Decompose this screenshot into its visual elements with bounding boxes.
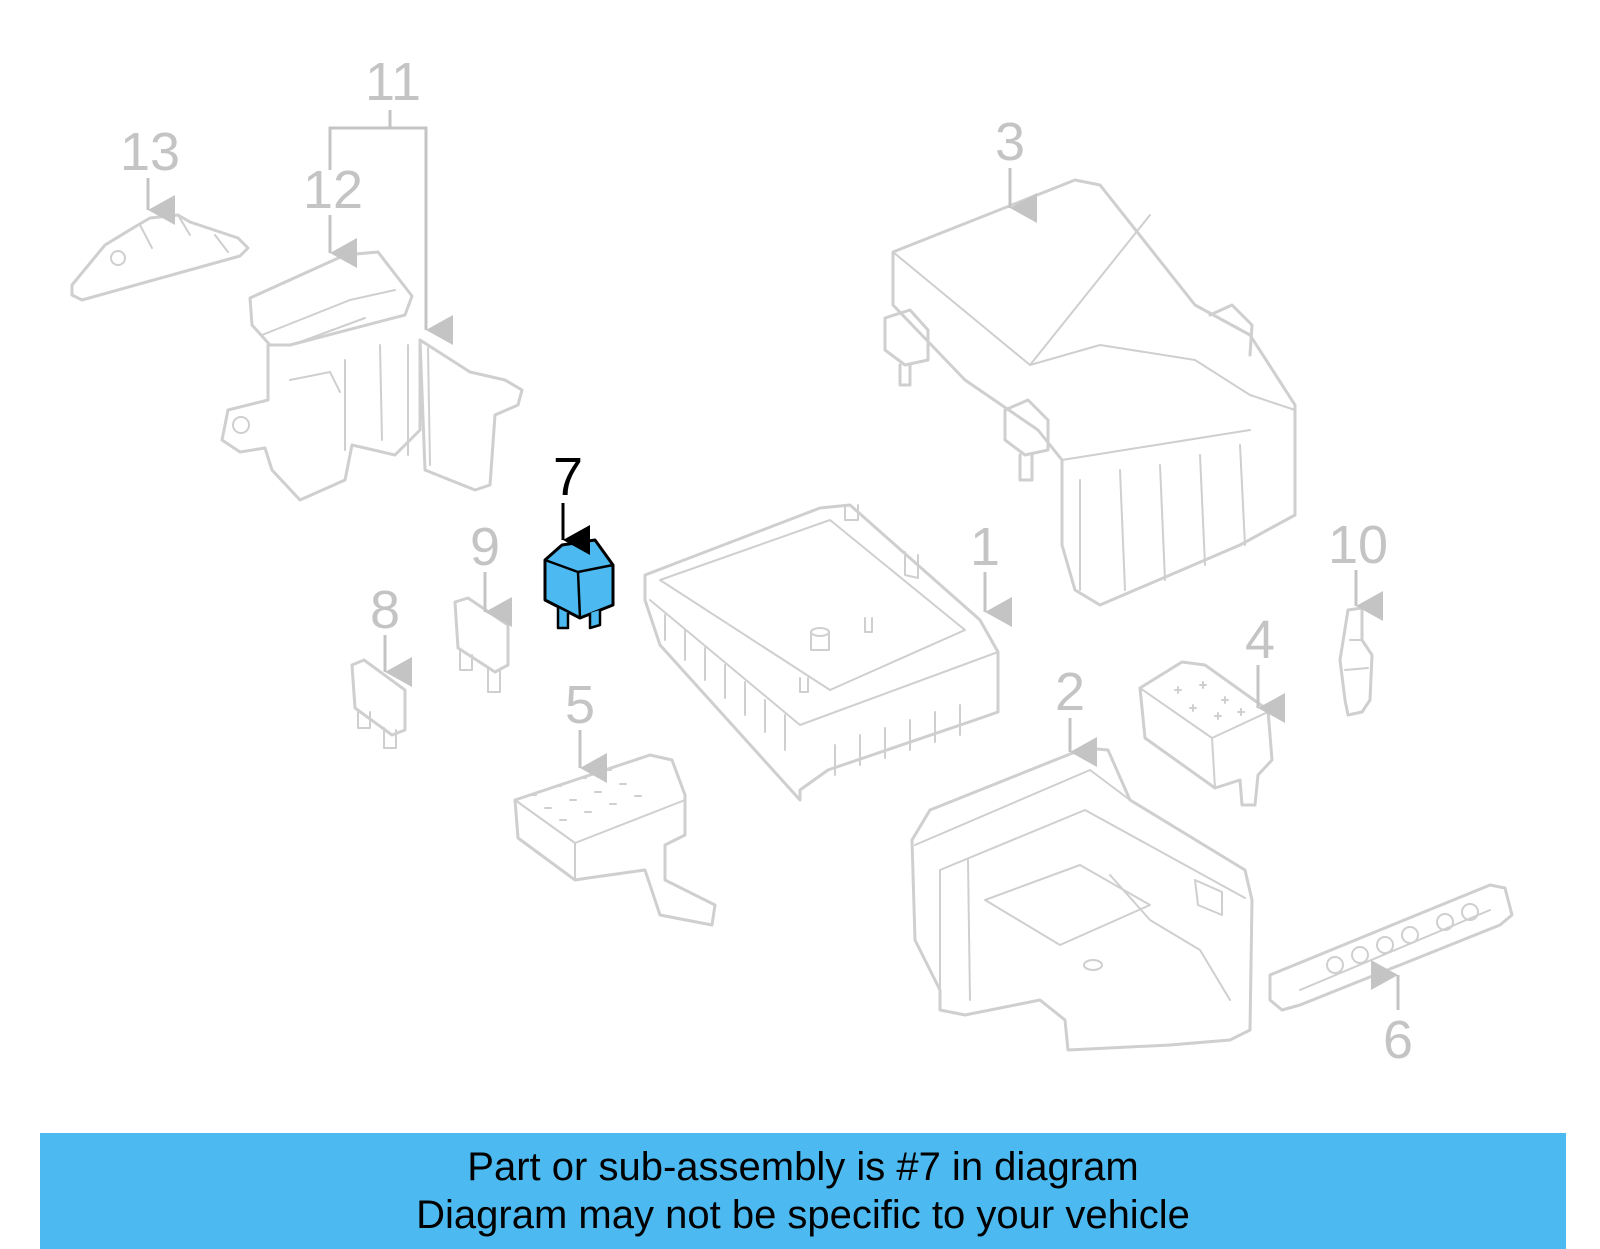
banner-disclaimer-line: Diagram may not be specific to your vehi… bbox=[416, 1193, 1190, 1237]
callout-7[interactable]: 7 bbox=[553, 447, 583, 507]
callout-3[interactable]: 3 bbox=[995, 112, 1025, 172]
callout-8[interactable]: 8 bbox=[370, 580, 400, 640]
parts-diagram: 13 11 12 3 7 9 bbox=[70, 52, 1514, 1070]
callout-1[interactable]: 1 bbox=[970, 517, 1000, 577]
part-3-fuse-box-cover bbox=[883, 178, 1297, 607]
part-6-fuse-strip bbox=[1268, 883, 1514, 1012]
callout-13[interactable]: 13 bbox=[120, 122, 180, 182]
callout-6[interactable]: 6 bbox=[1383, 1010, 1413, 1070]
part-7-relay[interactable] bbox=[543, 538, 615, 630]
callout-5[interactable]: 5 bbox=[565, 675, 595, 735]
callout-10[interactable]: 10 bbox=[1328, 515, 1388, 575]
callout-4[interactable]: 4 bbox=[1245, 610, 1275, 670]
callout-11[interactable]: 11 bbox=[365, 52, 421, 112]
part-9-fuse bbox=[453, 596, 510, 693]
callout-2[interactable]: 2 bbox=[1055, 662, 1085, 722]
leader-11 bbox=[328, 126, 453, 345]
part-11-relay-plate bbox=[407, 338, 524, 492]
part-5-relay-plate bbox=[513, 753, 717, 927]
part-10-terminal bbox=[1338, 606, 1374, 717]
part-2-lower-housing bbox=[910, 746, 1254, 1052]
banner-part-line: Part or sub-assembly is #7 in diagram bbox=[467, 1145, 1139, 1189]
callout-12[interactable]: 12 bbox=[303, 160, 363, 220]
part-12-relay-carrier bbox=[220, 250, 422, 502]
part-13-bracket bbox=[70, 213, 250, 302]
part-4-relay-cover bbox=[1138, 660, 1274, 807]
info-banner: Part or sub-assembly is #7 in diagram Di… bbox=[40, 1133, 1566, 1249]
callout-9[interactable]: 9 bbox=[470, 517, 500, 577]
part-1-fuse-box bbox=[643, 503, 1000, 802]
part-8-fuse bbox=[350, 658, 407, 749]
